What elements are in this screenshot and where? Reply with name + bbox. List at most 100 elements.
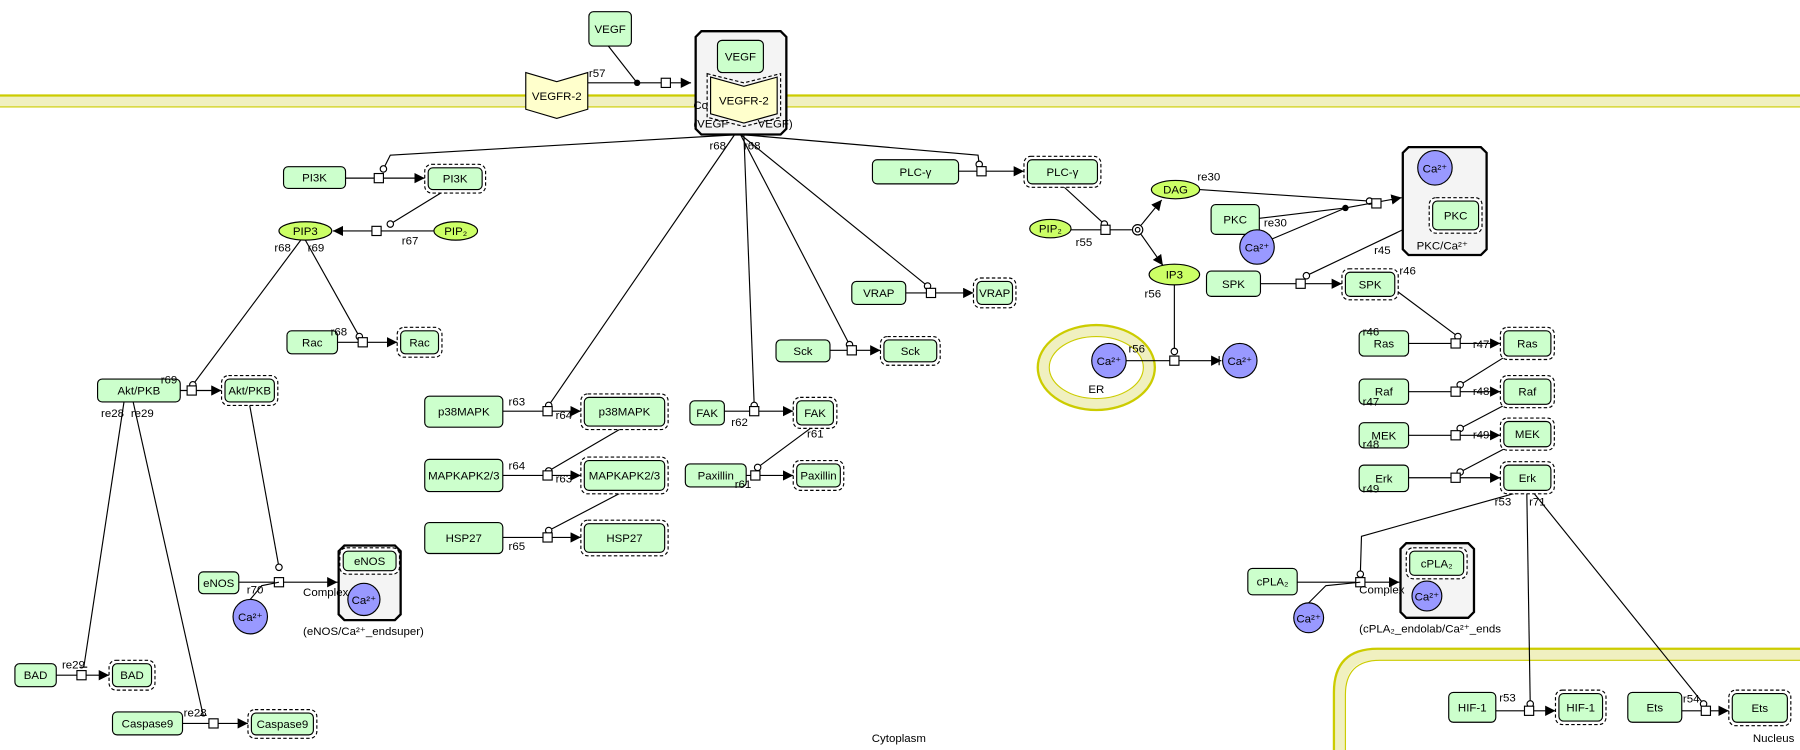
species-ip3[interactable]: IP3 bbox=[1148, 263, 1201, 286]
species-akt-a[interactable]: Akt/PKB bbox=[220, 375, 279, 406]
species-pkc-c[interactable]: PKC bbox=[1428, 197, 1483, 234]
process-node[interactable] bbox=[76, 670, 87, 681]
process-node[interactable] bbox=[1450, 338, 1461, 349]
species-ets-a[interactable]: Ets bbox=[1728, 689, 1792, 727]
process-node[interactable] bbox=[1295, 278, 1306, 289]
species-ras-a[interactable]: Ras bbox=[1499, 326, 1555, 361]
species-akt[interactable]: Akt/PKB bbox=[97, 378, 181, 403]
species-ca-pkc[interactable]: Ca²⁺ bbox=[1239, 229, 1275, 265]
process-node[interactable] bbox=[976, 166, 987, 177]
reaction-label-r46a: r46 bbox=[1399, 266, 1416, 278]
species-bad-a[interactable]: BAD bbox=[108, 659, 156, 691]
species-vegf[interactable]: VEGF bbox=[588, 11, 632, 47]
process-node[interactable] bbox=[186, 385, 197, 396]
process-node[interactable] bbox=[1371, 198, 1382, 209]
species-vegfr-c[interactable]: VEGFR-2 bbox=[706, 72, 782, 128]
modifier-line bbox=[740, 134, 928, 287]
process-node[interactable] bbox=[1523, 705, 1535, 716]
process-node[interactable] bbox=[273, 577, 285, 588]
process-node[interactable] bbox=[750, 470, 761, 481]
process-node[interactable] bbox=[1450, 472, 1461, 483]
species-rac-a[interactable]: Rac bbox=[396, 326, 443, 358]
species-label: Ca²⁺ bbox=[1228, 356, 1253, 368]
species-fak[interactable]: FAK bbox=[689, 400, 725, 426]
species-pi3k-a[interactable]: PI3K bbox=[424, 163, 487, 194]
species-fak-a[interactable]: FAK bbox=[792, 396, 838, 429]
species-hif[interactable]: HIF-1 bbox=[1448, 691, 1497, 723]
species-erk-a[interactable]: Erk bbox=[1499, 461, 1555, 495]
species-pax-a[interactable]: Paxillin bbox=[792, 459, 845, 491]
species-ca-cpla-c[interactable]: Ca²⁺ bbox=[1411, 580, 1443, 612]
species-casp-a[interactable]: Caspase9 bbox=[247, 709, 318, 739]
species-mapk-a[interactable]: MAPKAPK2/3 bbox=[580, 456, 669, 495]
process-node[interactable] bbox=[660, 77, 671, 89]
protein-shape bbox=[427, 167, 483, 191]
protein-shape bbox=[14, 663, 57, 688]
species-bad[interactable]: BAD bbox=[14, 663, 57, 688]
species-label: VRAP bbox=[863, 288, 895, 300]
species-spk[interactable]: SPK bbox=[1205, 270, 1262, 297]
species-ca-cyt[interactable]: Ca²⁺ bbox=[1222, 342, 1258, 379]
species-vrap-a[interactable]: VRAP bbox=[972, 277, 1017, 309]
process-node[interactable] bbox=[542, 405, 553, 417]
species-ca-cpla[interactable]: Ca²⁺ bbox=[1293, 602, 1325, 634]
species-vegfr[interactable]: VEGFR-2 bbox=[525, 71, 589, 120]
species-ca-er[interactable]: Ca²⁺ bbox=[1091, 342, 1127, 379]
species-enos[interactable]: eNOS bbox=[198, 571, 240, 595]
species-enos-c[interactable]: eNOS bbox=[339, 547, 401, 575]
species-ras[interactable]: Ras bbox=[1358, 330, 1410, 357]
process-node[interactable] bbox=[1169, 355, 1180, 366]
species-sck[interactable]: Sck bbox=[775, 339, 831, 363]
species-raf[interactable]: Raf bbox=[1358, 378, 1410, 405]
species-label: PI3K bbox=[302, 173, 327, 185]
species-ca-pkc-c[interactable]: Ca²⁺ bbox=[1417, 150, 1453, 186]
species-ca-enos[interactable]: Ca²⁺ bbox=[232, 598, 269, 635]
species-pi3k[interactable]: PI3K bbox=[282, 166, 347, 190]
species-dag[interactable]: DAG bbox=[1150, 179, 1201, 200]
species-sck-a[interactable]: Sck bbox=[879, 335, 941, 366]
process-node[interactable] bbox=[925, 287, 937, 299]
species-ets[interactable]: Ets bbox=[1627, 691, 1683, 723]
species-mek-a[interactable]: MEK bbox=[1499, 417, 1555, 451]
process-node[interactable] bbox=[542, 470, 553, 481]
modifier-line bbox=[1061, 184, 1105, 225]
species-cpla-c[interactable]: cPLA₂ bbox=[1405, 547, 1468, 580]
species-p38[interactable]: p38MAPK bbox=[424, 395, 504, 428]
complex-label-vegf: (VEGF bbox=[693, 119, 728, 131]
species-hsp[interactable]: HSP27 bbox=[424, 521, 504, 555]
process-node[interactable] bbox=[373, 172, 384, 184]
process-node[interactable] bbox=[371, 225, 382, 237]
species-casp[interactable]: Caspase9 bbox=[111, 711, 184, 736]
process-node[interactable] bbox=[1450, 430, 1461, 441]
species-plc[interactable]: PLC-γ bbox=[871, 159, 960, 185]
species-erk[interactable]: Erk bbox=[1358, 464, 1410, 493]
species-p38-a[interactable]: p38MAPK bbox=[580, 393, 669, 431]
species-hif-a[interactable]: HIF-1 bbox=[1554, 689, 1607, 726]
process-node[interactable] bbox=[208, 718, 219, 729]
modifier-line bbox=[192, 239, 302, 386]
species-pip2a[interactable]: PIP₂ bbox=[433, 221, 479, 241]
species-mek[interactable]: MEK bbox=[1358, 422, 1410, 449]
species-vegf-c[interactable]: VEGF bbox=[716, 39, 764, 74]
species-mapk[interactable]: MAPKAPK2/3 bbox=[424, 458, 504, 493]
species-pkc[interactable]: PKC bbox=[1210, 203, 1260, 235]
species-ca-enos-c[interactable]: Ca²⁺ bbox=[347, 582, 381, 617]
species-vrap[interactable]: VRAP bbox=[851, 280, 907, 305]
process-node[interactable] bbox=[1700, 705, 1712, 716]
species-plc-a[interactable]: PLC-γ bbox=[1023, 155, 1102, 188]
species-cpla[interactable]: cPLA₂ bbox=[1247, 567, 1298, 596]
process-node[interactable] bbox=[846, 345, 857, 356]
species-pip3[interactable]: PIP3 bbox=[278, 221, 333, 241]
process-node[interactable] bbox=[357, 337, 368, 348]
process-node[interactable] bbox=[542, 532, 553, 543]
species-raf-a[interactable]: Raf bbox=[1499, 375, 1555, 409]
species-hsp-a[interactable]: HSP27 bbox=[580, 519, 669, 557]
process-node[interactable] bbox=[1100, 224, 1111, 235]
species-spk-a[interactable]: SPK bbox=[1341, 268, 1399, 301]
protein-shape bbox=[198, 571, 240, 595]
process-node[interactable] bbox=[1450, 386, 1461, 397]
process-node[interactable] bbox=[749, 405, 760, 417]
species-pip2b[interactable]: PIP₂ bbox=[1029, 218, 1072, 239]
species-rac[interactable]: Rac bbox=[286, 330, 339, 355]
species-pax[interactable]: Paxillin bbox=[684, 463, 747, 488]
